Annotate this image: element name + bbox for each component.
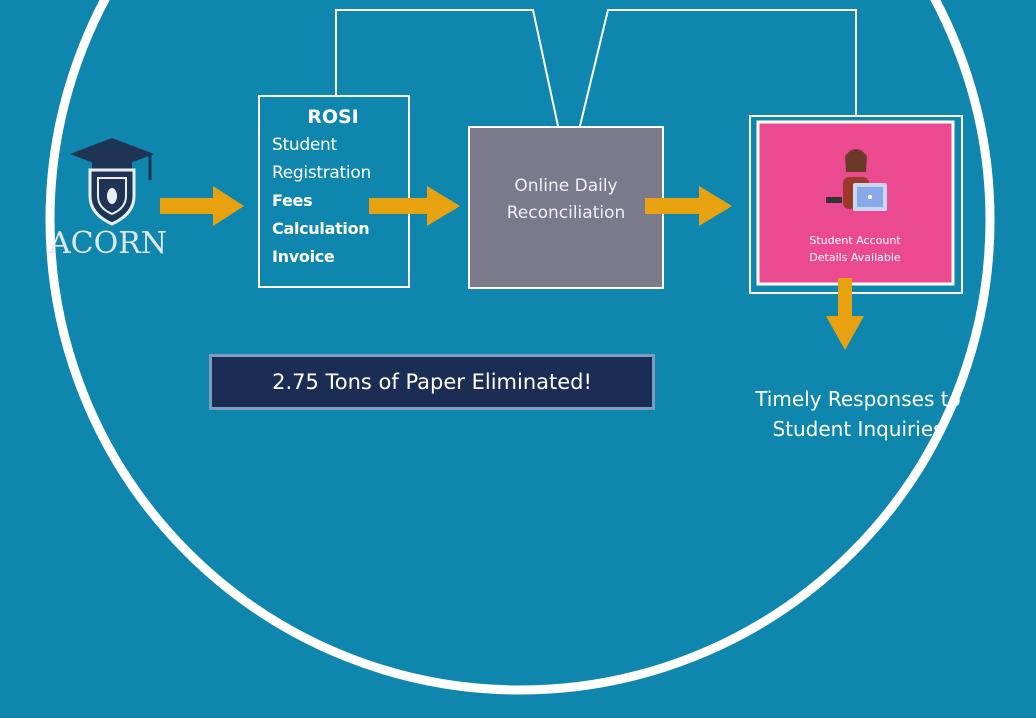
paper-eliminated-banner: 2.75 Tons of Paper Eliminated! — [209, 354, 655, 410]
rosi-text: ROSI Student Registration Fees Calculati… — [272, 103, 402, 271]
reconciliation-text: Online Daily Reconciliation — [470, 173, 662, 227]
reconciliation-line: Reconciliation — [506, 203, 626, 223]
connector-lines — [335, 9, 857, 127]
rosi-bold-line: Invoice — [272, 247, 335, 266]
rosi-box — [258, 95, 410, 288]
rosi-bold-line: Fees — [272, 191, 313, 210]
account-text: Student Account Details Available — [760, 232, 950, 266]
arrow-rosi-to-reconciliation — [369, 186, 460, 226]
outcome-line: Student Inquiries — [772, 417, 944, 441]
rosi-line: Registration — [272, 163, 371, 183]
outcome-text: Timely Responses to Student Inquiries — [718, 384, 998, 444]
graduation-cap-shield-icon — [70, 138, 154, 226]
account-box-frame — [749, 115, 963, 294]
arrow-acorn-to-rosi — [160, 186, 244, 226]
circle-outline — [45, 0, 995, 695]
rosi-title: ROSI — [307, 106, 359, 128]
reconciliation-line: Online Daily — [514, 176, 618, 196]
reconciliation-box — [468, 126, 664, 289]
account-line: Student Account — [809, 234, 901, 247]
rosi-line: Student — [272, 135, 337, 155]
banner-text: 2.75 Tons of Paper Eliminated! — [272, 370, 592, 394]
outcome-line: Timely Responses to — [755, 387, 961, 411]
person-at-laptop-icon — [826, 149, 887, 211]
acorn-logo-text: ACORN — [49, 226, 168, 261]
arrow-reconciliation-to-account — [645, 186, 732, 226]
rosi-bold-line: Calculation — [272, 219, 370, 238]
arrows — [160, 186, 864, 350]
arrow-account-down — [826, 278, 864, 350]
account-line: Details Available — [809, 251, 901, 264]
